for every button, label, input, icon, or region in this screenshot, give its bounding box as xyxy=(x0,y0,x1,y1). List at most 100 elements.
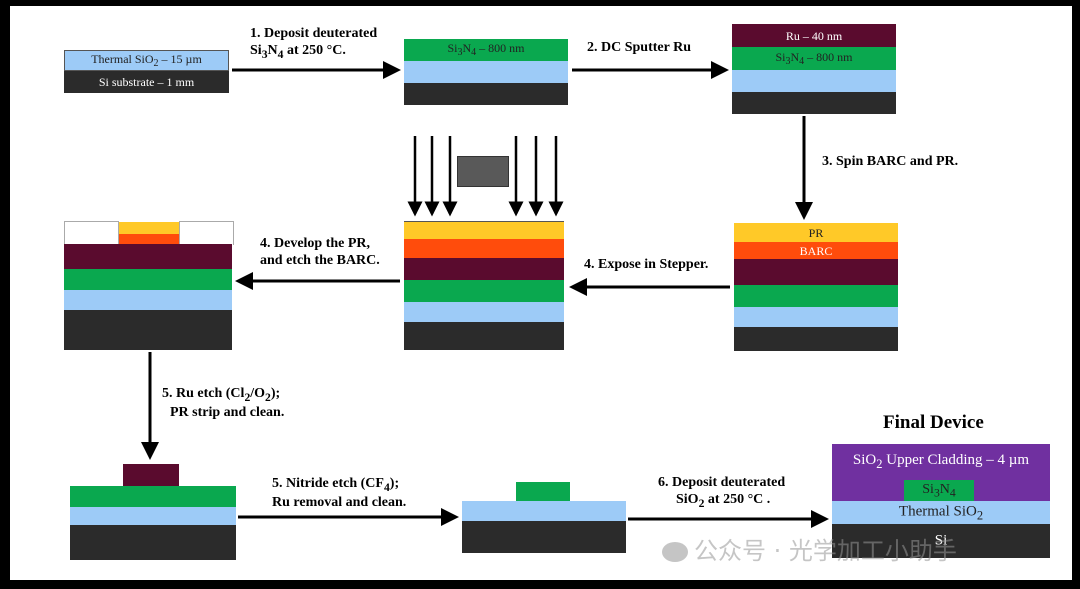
final-thermal-sub: 2 xyxy=(976,507,984,522)
step4-develop-label: 4. Develop the PR, and etch the BARC. xyxy=(260,236,380,270)
step1-temp: at 250 °C. xyxy=(283,42,346,58)
wechat-icon xyxy=(662,542,688,562)
stack-c-si xyxy=(732,92,896,114)
final-si: Si xyxy=(832,524,1050,558)
stack-d-si xyxy=(734,327,898,351)
stack-e-si xyxy=(404,322,564,350)
stack-e-si3n4 xyxy=(404,280,564,302)
stack-g-si xyxy=(70,525,236,560)
step1-si: Si xyxy=(250,42,262,58)
stack-d-si3n4 xyxy=(734,285,898,307)
step5-nitride-label: 5. Nitride etch (CF4); Ru removal and cl… xyxy=(272,476,406,512)
step6-line1: 6. Deposit deuterated xyxy=(658,475,786,490)
final-cladding-post: Upper Cladding – 4 µm xyxy=(882,452,1030,468)
label-si-substrate: Si substrate – 1 mm xyxy=(98,75,195,89)
final-thermal-label: Thermal SiO xyxy=(898,502,977,519)
step1-n: N xyxy=(267,42,278,58)
step5a-sub1: 2 xyxy=(244,390,251,404)
final-si-label: Si xyxy=(934,532,948,549)
step1-line1: 1. Deposit deuterated xyxy=(250,26,378,41)
final-core-mid: N xyxy=(939,481,950,497)
watermark: 公众号 · 光学加工小助手 xyxy=(662,531,957,566)
process-arrows xyxy=(141,61,829,528)
step4-expose-label: 4. Expose in Stepper. xyxy=(584,257,709,272)
stack-b-si xyxy=(404,83,568,105)
step6-temp: at 250 °C . xyxy=(704,491,771,507)
uv-exposure-arrows xyxy=(407,136,564,217)
step6-sub: 2 xyxy=(698,496,705,510)
step5a-post: ); xyxy=(270,386,281,401)
label-sin-c-mid: N xyxy=(790,49,800,64)
label-pr: PR xyxy=(808,225,824,240)
stack-a-si-substrate: Si substrate – 1 mm xyxy=(64,71,229,93)
step1-sub2: 4 xyxy=(277,47,284,61)
label-sin-b-mid: N xyxy=(462,40,472,55)
stack-d-pr: PR xyxy=(734,223,898,242)
stack-e-thermal xyxy=(404,302,564,322)
stack-d-ru xyxy=(734,259,898,285)
step5b-sub: 4 xyxy=(383,480,390,494)
step5b-line2: Ru removal and clean. xyxy=(272,494,407,510)
stack-e-mask xyxy=(457,156,509,187)
watermark-text: 公众号 · 光学加工小助手 xyxy=(694,537,957,565)
stack-f-si3n4 xyxy=(64,269,232,290)
label-sin-c-sub1: 3 xyxy=(785,55,791,67)
stack-d-thermal xyxy=(734,307,898,327)
final-thermal-sio2: Thermal SiO2 xyxy=(832,501,1050,524)
step4a-line1: 4. Develop the PR, xyxy=(260,236,371,251)
final-cladding-sub: 2 xyxy=(876,457,883,471)
stack-f-si xyxy=(64,310,232,350)
step6-line2: SiO2 at 250 °C . xyxy=(658,492,785,511)
stack-f-thermal xyxy=(64,290,232,310)
stack-b-si3n4: Si3N4 – 800 nm xyxy=(404,39,568,61)
step1-line2: Si3N4 at 250 °C. xyxy=(250,43,377,62)
label-sin-b-sub1: 3 xyxy=(457,47,463,59)
label-thermal-sub: 2 xyxy=(153,57,159,69)
label-ru: Ru – 40 nm xyxy=(785,28,843,43)
label-sin-c-sub2: 4 xyxy=(799,55,805,67)
step1-sub1: 3 xyxy=(261,47,268,61)
stack-a-thermal-sio2: Thermal SiO2 – 15 µm xyxy=(64,50,229,71)
step6-sio: SiO xyxy=(676,491,699,507)
label-sin-b-post: – 800 nm xyxy=(476,40,525,55)
stack-f-barc-feature xyxy=(119,234,179,244)
final-device-title: Final Device xyxy=(883,412,984,433)
stack-f-cleared-right xyxy=(179,221,234,245)
stack-c-si3n4: Si3N4 – 800 nm xyxy=(732,47,896,70)
step5a-sub2: 2 xyxy=(265,390,271,404)
stack-h-thermal xyxy=(462,501,626,521)
stack-f-ru xyxy=(64,244,232,269)
step5b-line1: 5. Nitride etch (CF4); xyxy=(272,476,406,495)
label-sin-b-sub2: 4 xyxy=(471,47,477,59)
step6-label: 6. Deposit deuterated SiO2 at 250 °C . xyxy=(658,475,785,511)
stack-e-ru xyxy=(404,258,564,280)
label-thermal: Thermal SiO xyxy=(91,51,154,66)
label-sin-b: Si xyxy=(447,40,458,55)
stack-g-si3n4 xyxy=(70,486,236,507)
step5b-pre: 5. Nitride etch (CF xyxy=(272,476,384,491)
step3-label: 3. Spin BARC and PR. xyxy=(822,154,959,169)
stack-e-barc xyxy=(404,239,564,258)
stack-f-pr-feature xyxy=(119,222,179,234)
final-core-sub2: 4 xyxy=(949,486,956,500)
stack-f-cleared-left xyxy=(64,221,119,245)
step5a-mid: /O xyxy=(250,386,266,401)
stack-d-barc: BARC xyxy=(734,242,898,259)
label-sin-c: Si xyxy=(775,49,786,64)
step4a-line2: and etch the BARC. xyxy=(260,252,380,268)
final-si3n4-core: Si3N4 xyxy=(904,480,974,501)
stack-h-si3n4-core xyxy=(516,482,570,501)
stack-b-thermal xyxy=(404,61,568,83)
label-barc: BARC xyxy=(799,243,833,258)
diagram-canvas: Thermal SiO2 – 15 µm Si substrate – 1 mm… xyxy=(10,6,1072,580)
final-core-label: Si xyxy=(922,481,934,497)
stack-c-thermal xyxy=(732,70,896,92)
step5a-line1: 5. Ru etch (Cl2/O2); xyxy=(162,386,284,405)
step2-label: 2. DC Sputter Ru xyxy=(587,40,691,55)
final-cladding-label: SiO xyxy=(852,452,877,468)
step1-label: 1. Deposit deuterated Si3N4 at 250 °C. xyxy=(250,26,377,62)
step5b-post: ); xyxy=(389,476,400,491)
stack-g-thermal xyxy=(70,507,236,525)
stack-e-pr xyxy=(404,221,564,239)
label-thermal-post: – 15 µm xyxy=(158,51,202,66)
